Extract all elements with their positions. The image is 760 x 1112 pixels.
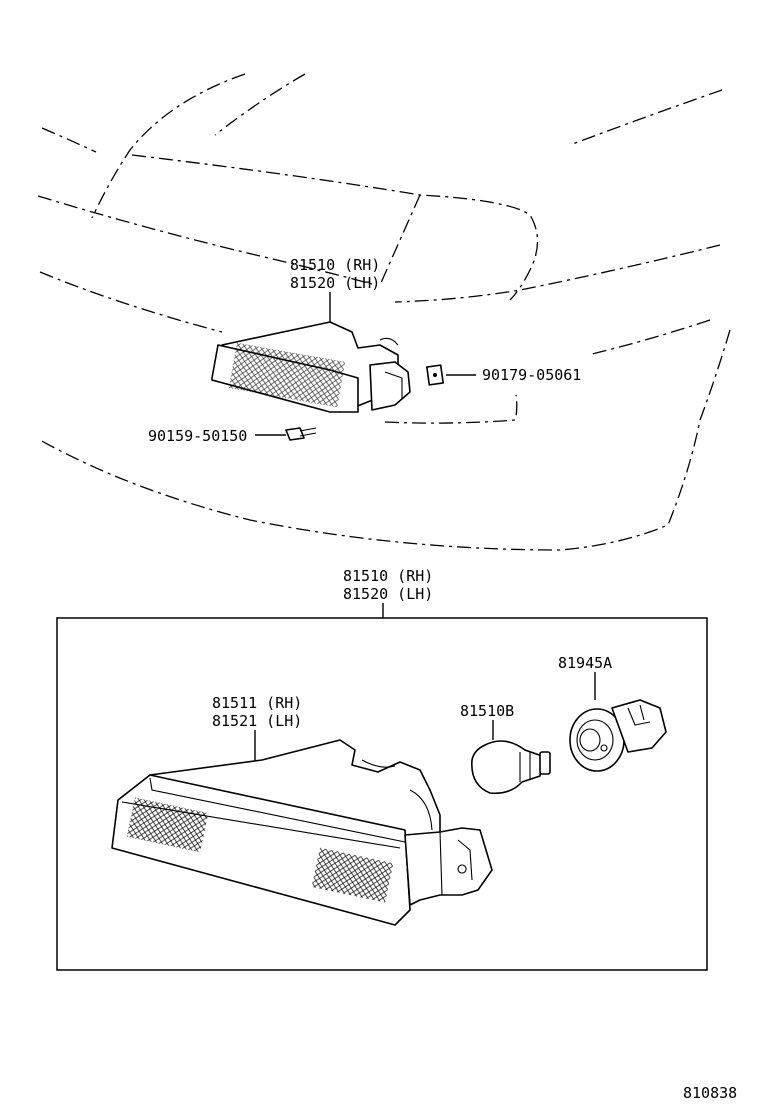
screw-part-number: 90159-50150 xyxy=(148,427,247,445)
socket-part xyxy=(569,699,667,772)
vehicle-body-outline xyxy=(37,73,731,551)
screw-part xyxy=(285,427,317,441)
exploded-view-frame xyxy=(56,617,708,971)
bulb-part xyxy=(471,740,551,795)
assembly-lh-number-box: 81520 (LH) xyxy=(343,585,433,603)
lamp-housing-lens xyxy=(111,739,493,926)
diagram-id: 810838 xyxy=(683,1084,737,1102)
clip-part-number: 90179-05061 xyxy=(482,366,581,384)
clip-part xyxy=(426,364,444,386)
installed-turn-signal-lamp xyxy=(211,321,411,413)
lens-rh-number: 81511 (RH) xyxy=(212,694,302,712)
assembly-lh-number-top: 81520 (LH) xyxy=(290,274,380,292)
bulb-part-number: 81510B xyxy=(460,702,514,720)
socket-part-number: 81945A xyxy=(558,654,612,672)
assembly-rh-number-top: 81510 (RH) xyxy=(290,256,380,274)
lens-lh-number: 81521 (LH) xyxy=(212,712,302,730)
assembly-rh-number-box: 81510 (RH) xyxy=(343,567,433,585)
